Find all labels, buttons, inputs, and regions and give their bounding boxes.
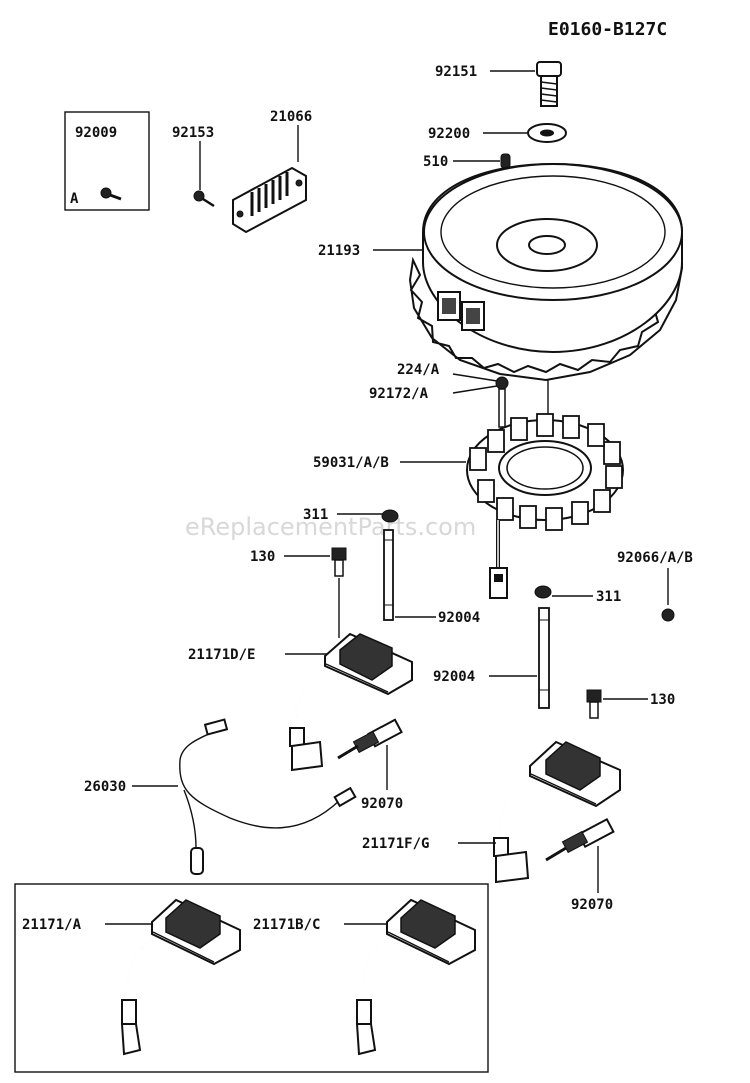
ignition-coil-21171fg-icon — [493, 740, 621, 884]
diagram-code: E0160-B127C — [548, 19, 667, 40]
key-510-icon — [500, 153, 511, 169]
bolt-92172a-icon — [495, 376, 509, 428]
stud-92004-left-icon — [383, 529, 394, 621]
stator-59031-icon — [466, 413, 624, 599]
screw-92153-icon — [193, 190, 215, 208]
flywheel-21193-icon — [408, 162, 683, 382]
label-21171a: 21171/A — [22, 917, 82, 933]
label-130-left: 130 — [250, 549, 275, 565]
label-92151: 92151 — [435, 64, 477, 80]
nut-311-right-icon — [534, 585, 552, 599]
bolt-92151-icon — [536, 61, 562, 107]
label-92066ab: 92066/A/B — [617, 550, 693, 566]
label-92153: 92153 — [172, 125, 214, 141]
bolt-130-left-icon — [331, 547, 347, 577]
label-130-right: 130 — [650, 692, 675, 708]
label-92004-left: 92004 — [438, 610, 480, 626]
wire-harness-26030-icon — [179, 718, 357, 875]
label-92070-left: 92070 — [361, 796, 403, 812]
label-21066: 21066 — [270, 109, 312, 125]
nut-92066-icon — [661, 608, 675, 622]
spark-plug-92070-right-icon — [545, 817, 615, 862]
label-92004-right: 92004 — [433, 669, 475, 685]
label-92200: 92200 — [428, 126, 470, 142]
inset-a-letter: A — [70, 191, 79, 207]
stud-92004-right-icon — [538, 607, 550, 709]
watermark: eReplacementParts.com — [185, 513, 476, 541]
label-59031ab: 59031/A/B — [313, 455, 389, 471]
regulator-21066-icon — [232, 166, 307, 234]
washer-92200-icon — [527, 123, 567, 143]
label-21193: 21193 — [318, 243, 360, 259]
label-21171bc: 21171B/C — [253, 917, 320, 933]
label-224a: 224/A — [397, 362, 440, 378]
label-21171fg: 21171F/G — [362, 836, 429, 852]
bolt-130-right-icon — [586, 689, 602, 719]
ignition-coil-21171de-icon — [289, 632, 413, 772]
nut-311-left-icon — [381, 509, 399, 523]
label-510: 510 — [423, 154, 448, 170]
label-21171de: 21171D/E — [188, 647, 255, 663]
label-311-right: 311 — [596, 589, 621, 605]
alternate-coils-box — [14, 883, 489, 1073]
ignition-coil-21171a-icon — [120, 898, 241, 1056]
screw-92009-icon — [100, 187, 122, 201]
label-311-left: 311 — [303, 507, 328, 523]
label-92070-right: 92070 — [571, 897, 613, 913]
label-92009: 92009 — [75, 125, 117, 141]
label-26030: 26030 — [84, 779, 126, 795]
label-92172a: 92172/A — [369, 386, 429, 402]
spark-plug-92070-left-icon — [337, 718, 403, 760]
inset-a-box — [64, 111, 150, 211]
ignition-coil-21171bc-icon — [355, 898, 476, 1056]
